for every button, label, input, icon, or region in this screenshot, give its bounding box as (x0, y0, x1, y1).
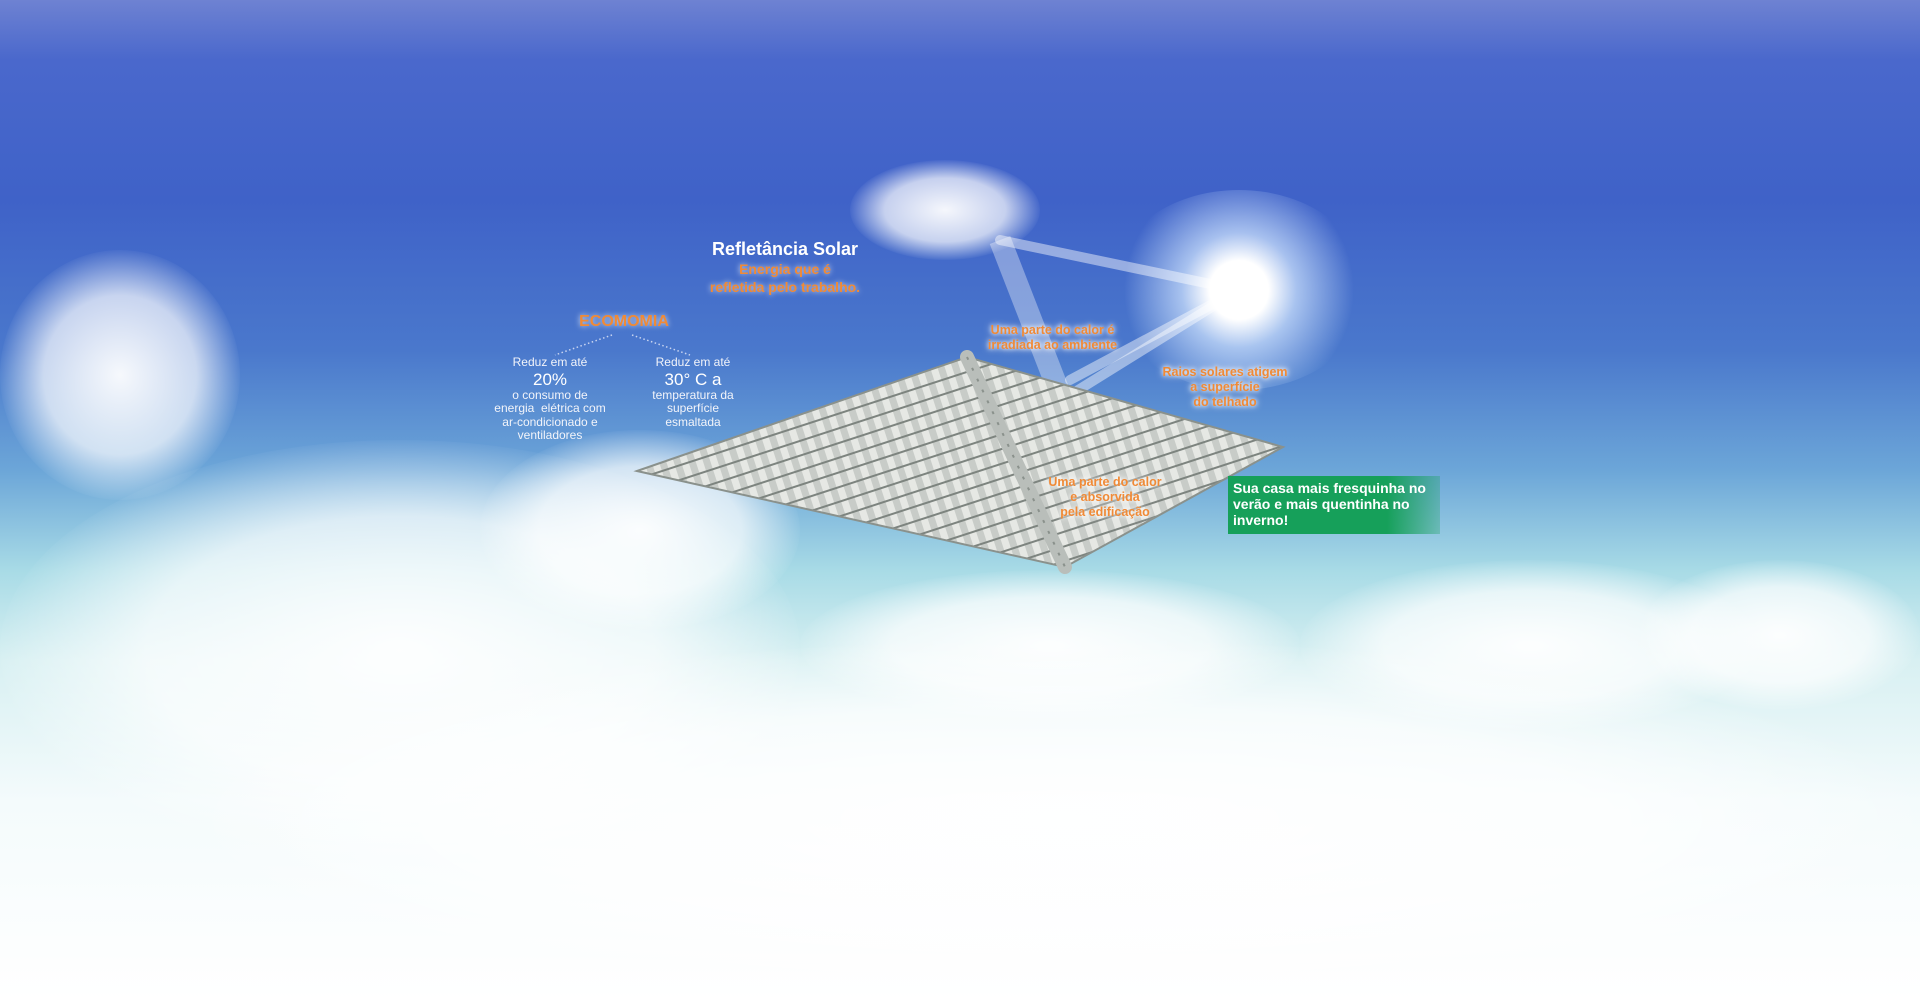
economy-right-value: 30° C a (664, 369, 722, 389)
note-absorbed: Uma parte do calor e absorvida pela edif… (1035, 475, 1175, 520)
economy-right: Reduz em até 30° C a temperatura da supe… (623, 355, 763, 429)
note-absorbed-line2: e absorvida (1070, 490, 1140, 504)
note-rays-line2: a superfície (1190, 380, 1260, 394)
economy-title: ECOMOMIA (579, 313, 669, 330)
sun-glow (1109, 190, 1369, 390)
headline: Refletância Solar Energia que é refletid… (680, 239, 890, 296)
note-radiated-line2: irradiada ao ambiente (987, 338, 1118, 352)
promo-line3: inverno! (1233, 512, 1289, 528)
note-absorbed-line3: pela edificação (1060, 505, 1150, 519)
cloud-left (0, 250, 240, 500)
headline-subtitle-1: Energia que é (739, 261, 831, 277)
economy-left-line4: ar-condicionado e (502, 414, 598, 429)
economy-left-value: 20% (532, 369, 568, 389)
headline-subtitle-2: refletida pelo trabalho. (709, 279, 861, 295)
economy-left-line1: Reduz em até (512, 355, 588, 369)
promo-line1: Sua casa mais fresquinha no (1233, 480, 1426, 496)
promo-line2: verão e mais quentinha no (1233, 496, 1410, 512)
note-rays: Raios solares atigem a superfície do tel… (1150, 365, 1300, 410)
promo-box: Sua casa mais fresquinha no verão e mais… (1228, 476, 1440, 534)
economy-right-line3: superfície (666, 401, 720, 415)
cloud-haze-bottom (200, 640, 1920, 1000)
economy-right-line4: esmaltada (665, 414, 721, 429)
economy-left-line3: energia elétrica com (494, 401, 606, 415)
economy-left-line2: o consumo de (512, 387, 588, 402)
roof-illustration (633, 350, 1286, 574)
cloud-small-top (850, 160, 1040, 260)
note-absorbed-line1: Uma parte do calor (1048, 475, 1162, 489)
economy-right-line1: Reduz em até (655, 355, 731, 369)
economy-right-line2: temperatura da (652, 387, 734, 402)
economy-left-line5: ventiladores (517, 428, 583, 442)
headline-title: Refletância Solar (711, 239, 859, 259)
note-radiated: Uma parte do calor é irradiada ao ambien… (975, 323, 1130, 353)
note-radiated-line1: Uma parte do calor é (990, 323, 1115, 337)
note-rays-line3: do telhado (1193, 395, 1257, 409)
cloud-row-3 (1640, 560, 1920, 710)
note-rays-line1: Raios solares atigem (1162, 365, 1288, 379)
economy-left: Reduz em até 20% o consumo de energia el… (480, 355, 620, 443)
